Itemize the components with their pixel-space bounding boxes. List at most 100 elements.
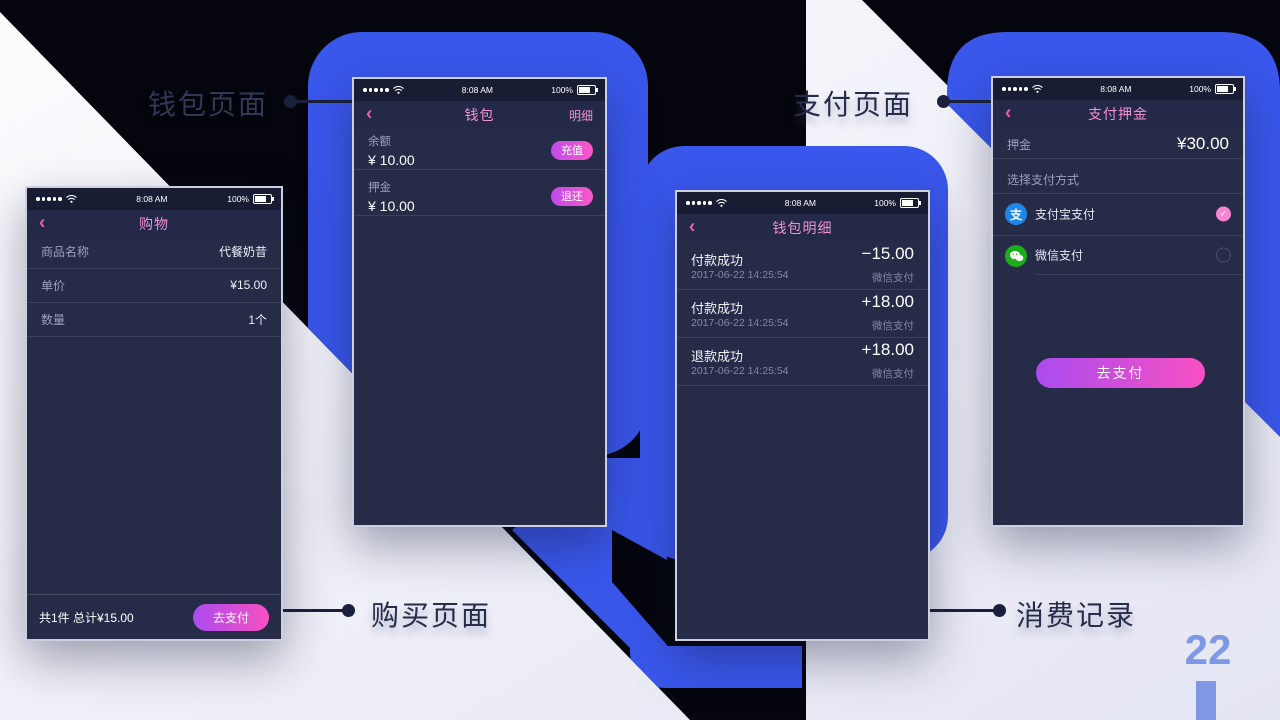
page-title: 钱包明细 [772, 220, 833, 236]
signal-icon [363, 88, 389, 92]
status-bar: 8:08 AM 100% [677, 192, 928, 214]
table-row: 单价 ¥15.00 [27, 268, 281, 303]
nav-bar: ‹ 购物 [27, 210, 281, 238]
row-amount: ¥ 10.00 [368, 197, 415, 214]
choose-method-row: 选择支付方式 [993, 166, 1243, 194]
callout-payment-page: 支付页面 [793, 89, 914, 120]
deposit-amount-row: 押金 ¥30.00 [993, 130, 1243, 159]
signal-icon [1002, 87, 1028, 91]
wifi-icon [715, 199, 727, 207]
table-row: 数量 1个 [27, 302, 281, 337]
row-value: 1个 [248, 312, 267, 327]
back-chevron-icon[interactable]: ‹ [366, 103, 373, 125]
txn-amount: +18.00 [861, 340, 914, 359]
nav-bar: ‹ 支付押金 [993, 100, 1243, 128]
back-chevron-icon[interactable]: ‹ [39, 212, 46, 234]
txn-status: 退款成功 [691, 349, 744, 364]
go-pay-button[interactable]: 去支付 [1036, 358, 1205, 388]
radio-checked-icon[interactable]: ✓ [1216, 206, 1231, 222]
txn-amount: −15.00 [861, 244, 914, 263]
transaction-row: 付款成功 −15.00 2017-06-22 14:25:54 微信支付 [677, 242, 928, 290]
nav-bar: ‹ 钱包明细 [677, 214, 928, 242]
battery-percent: 100% [551, 85, 573, 95]
txn-amount: +18.00 [861, 292, 914, 311]
balance-row: 余额 ¥ 10.00 充值 [354, 131, 605, 170]
battery-icon [253, 194, 274, 204]
page-title: 钱包 [464, 107, 495, 123]
detail-link[interactable]: 明细 [568, 108, 593, 123]
txn-datetime: 2017-06-22 14:25:54 [691, 365, 789, 377]
page-number-bar [1196, 681, 1216, 720]
battery-icon [577, 85, 598, 95]
connector-line [947, 100, 991, 103]
page-title: 支付押金 [1088, 106, 1148, 122]
method-row-alipay[interactable]: 支 支付宝支付 ✓ [993, 193, 1243, 236]
connector-dot [342, 604, 355, 617]
callout-wallet-page: 钱包页面 [148, 89, 269, 120]
pay-button[interactable]: 去支付 [193, 603, 269, 631]
transaction-row: 付款成功 +18.00 2017-06-22 14:25:54 微信支付 [677, 290, 928, 338]
row-label: 押金 [1007, 137, 1032, 152]
refund-button[interactable]: 退还 [551, 186, 593, 206]
connector-line [294, 100, 352, 103]
signal-icon [686, 201, 712, 205]
status-bar: 8:08 AM 100% [354, 79, 605, 101]
row-label: 押金 [368, 181, 391, 194]
transaction-row: 退款成功 +18.00 2017-06-22 14:25:54 微信支付 [677, 338, 928, 386]
connector-dot [284, 95, 297, 108]
battery-icon [900, 198, 921, 208]
wifi-icon [65, 195, 77, 203]
row-amount: ¥ 10.00 [368, 151, 415, 168]
wifi-icon [392, 86, 404, 94]
battery-percent: 100% [874, 198, 896, 208]
battery-icon [1215, 84, 1236, 94]
deposit-row: 押金 ¥ 10.00 退还 [354, 177, 605, 216]
wallet-detail-phone: 8:08 AM 100% ‹ 钱包明细 付款成功 −15.00 2017-06-… [675, 190, 930, 641]
purchase-phone: 8:08 AM 100% ‹ 购物 商品名称 代餐奶昔 单价 ¥15.00 数量… [25, 186, 283, 641]
txn-method: 微信支付 [872, 320, 914, 332]
callout-consumption-records: 消费记录 [1016, 600, 1137, 631]
connector-dot [937, 95, 950, 108]
wechat-icon [1005, 245, 1027, 267]
checkout-bar: 共1件 总计¥15.00 去支付 [27, 594, 281, 639]
wallet-phone: 8:08 AM 100% ‹ 钱包 明细 余额 ¥ 10.00 充值 押金 ¥ … [352, 77, 607, 527]
back-chevron-icon[interactable]: ‹ [1005, 102, 1012, 124]
txn-status: 付款成功 [691, 301, 744, 316]
row-value: ¥15.00 [230, 278, 267, 292]
deposit-amount: ¥30.00 [1177, 134, 1229, 153]
cart-summary: 共1件 总计¥15.00 [39, 610, 134, 625]
status-time: 8:08 AM [461, 85, 493, 95]
connector-line [283, 609, 343, 612]
battery-percent: 100% [227, 194, 249, 204]
blue-band-bottom [630, 646, 802, 688]
back-chevron-icon[interactable]: ‹ [689, 216, 696, 238]
txn-method: 微信支付 [872, 368, 914, 380]
page-title: 购物 [139, 216, 169, 232]
status-time: 8:08 AM [136, 194, 168, 204]
battery-percent: 100% [1189, 84, 1211, 94]
status-bar: 8:08 AM 100% [993, 78, 1243, 100]
method-name: 支付宝支付 [1035, 207, 1096, 222]
txn-status: 付款成功 [691, 253, 744, 268]
row-label: 商品名称 [41, 244, 90, 259]
row-value: 代餐奶昔 [218, 244, 267, 259]
alipay-icon: 支 [1005, 203, 1027, 225]
status-bar: 8:08 AM 100% [27, 188, 281, 210]
txn-datetime: 2017-06-22 14:25:54 [691, 317, 789, 329]
signal-icon [36, 197, 62, 201]
txn-datetime: 2017-06-22 14:25:54 [691, 269, 789, 281]
callout-purchase-page: 购买页面 [371, 600, 492, 631]
status-time: 8:08 AM [784, 198, 816, 208]
method-row-wechat[interactable]: 微信支付 [993, 235, 1243, 275]
table-row: 商品名称 代餐奶昔 [27, 234, 281, 269]
row-label: 单价 [41, 278, 66, 293]
connector-line [930, 609, 994, 612]
connector-dot [993, 604, 1006, 617]
txn-method: 微信支付 [872, 272, 914, 284]
dark-notch [612, 530, 667, 645]
page-number: 22 [1184, 626, 1232, 673]
radio-unchecked-icon[interactable] [1216, 247, 1231, 263]
recharge-button[interactable]: 充值 [551, 140, 593, 160]
wifi-icon [1031, 85, 1043, 93]
row-label: 数量 [41, 312, 66, 327]
